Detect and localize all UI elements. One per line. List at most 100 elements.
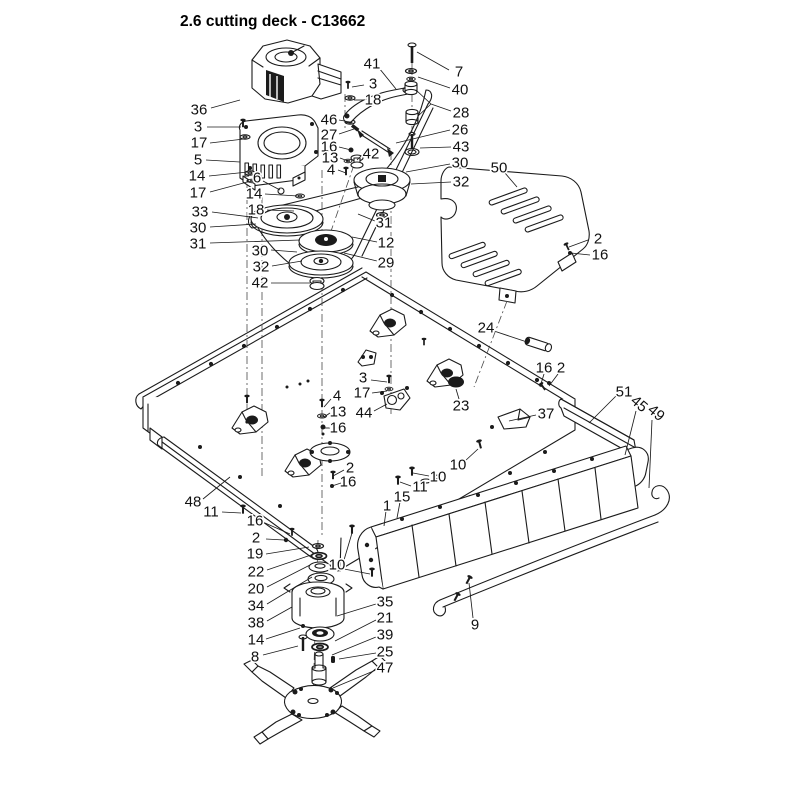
callout-label-2: 2 (557, 360, 565, 377)
callout-4-19: 4 (325, 160, 347, 180)
callout-label-2: 2 (252, 530, 260, 547)
callout-label-18: 18 (248, 202, 265, 219)
callout-16-38: 16 (534, 358, 554, 388)
leader-line (331, 482, 342, 487)
callout-48-58: 48 (183, 476, 231, 512)
callout-label-16: 16 (592, 247, 609, 264)
callout-label-4: 4 (327, 162, 335, 179)
callout-27-16: 27 (319, 125, 355, 145)
motor-mount-drawing (238, 114, 364, 216)
leader-line (334, 619, 377, 642)
callout-36-0: 36 (189, 99, 241, 120)
callout-29-33: 29 (343, 252, 396, 273)
leader-line (371, 390, 388, 394)
callout-31-8: 31 (188, 234, 301, 254)
callout-label-16: 16 (247, 513, 264, 530)
callout-label-16: 16 (340, 474, 357, 491)
callout-10-69: 10 (327, 532, 371, 575)
leader-line (430, 103, 452, 112)
callout-label-13: 13 (322, 150, 339, 167)
leader-line (331, 636, 377, 656)
callout-8-68: 8 (249, 645, 299, 667)
callout-label-31: 31 (190, 236, 207, 253)
callout-32-13: 32 (251, 257, 303, 277)
callout-label-47: 47 (377, 660, 394, 677)
leader-line (265, 538, 285, 541)
callout-43-28: 43 (419, 137, 471, 157)
idler-arm-drawing (343, 42, 420, 157)
callout-label-16: 16 (536, 360, 553, 377)
callout-12-32: 12 (351, 233, 396, 253)
callout-label-36: 36 (191, 102, 208, 119)
callout-label-27: 27 (321, 127, 338, 144)
leader-line (343, 568, 371, 575)
callout-16-52: 16 (331, 472, 358, 492)
leader-line (351, 84, 365, 88)
leader-line (504, 172, 518, 188)
leader-line (266, 606, 293, 622)
callout-3-45: 3 (357, 368, 388, 388)
leader-line (356, 155, 362, 161)
leader-line (270, 249, 298, 253)
callout-23-40: 23 (451, 388, 471, 416)
callout-label-1: 1 (383, 498, 391, 515)
callout-46-15: 46 (319, 110, 351, 130)
leader-line (588, 395, 617, 424)
callout-label-32: 32 (453, 174, 470, 191)
callout-24-37: 24 (476, 318, 528, 343)
leader-line (357, 213, 376, 222)
callout-label-11: 11 (412, 479, 428, 496)
leader-line (202, 476, 231, 500)
callout-label-14: 14 (248, 632, 265, 649)
callout-9-75: 9 (468, 582, 481, 635)
leader-line (339, 157, 349, 162)
callout-2-51: 2 (332, 458, 356, 478)
callout-18-11: 18 (246, 200, 295, 220)
callout-label-10: 10 (450, 457, 467, 474)
callout-16-17: 16 (319, 137, 352, 157)
leader-line (205, 159, 241, 163)
leader-line (464, 448, 479, 462)
callout-38-66: 38 (246, 606, 293, 633)
callout-label-14: 14 (189, 168, 206, 185)
callout-4-48: 4 (323, 386, 343, 408)
callout-label-8: 8 (251, 649, 259, 666)
leader-line (539, 373, 545, 388)
callout-18-22: 18 (354, 90, 383, 110)
callout-11-59: 11 (202, 502, 242, 522)
callout-2-39: 2 (548, 358, 567, 387)
leader-line (266, 564, 311, 588)
leader-line (548, 373, 559, 387)
callout-label-18: 18 (365, 92, 382, 109)
callout-label-40: 40 (452, 82, 469, 99)
leader-line (265, 627, 301, 640)
callout-label-12: 12 (378, 235, 395, 252)
deck-drawing (135, 267, 576, 572)
callout-label-42: 42 (252, 275, 269, 292)
callout-28-26: 28 (415, 89, 471, 123)
leader-line (209, 180, 252, 193)
leader-line (336, 603, 377, 617)
callout-3-21: 3 (351, 74, 379, 94)
callout-13-49: 13 (323, 402, 348, 422)
leader-line (264, 193, 299, 197)
leader-line (338, 128, 355, 135)
callout-label-16: 16 (321, 139, 338, 156)
callout-6-9: 6 (251, 168, 281, 191)
callout-5-3: 5 (192, 150, 241, 170)
leader-line (405, 163, 451, 173)
callout-42-14: 42 (250, 273, 310, 293)
callout-label-30: 30 (252, 243, 269, 260)
callout-32-30: 32 (410, 172, 471, 192)
callout-10-57: 10 (448, 448, 479, 475)
callout-47-74: 47 (332, 658, 395, 689)
callout-label-11: 11 (203, 504, 219, 521)
leader-line (323, 412, 331, 418)
callout-label-26: 26 (452, 122, 469, 139)
callout-2-61: 2 (250, 528, 285, 548)
callout-16-60: 16 (245, 511, 291, 535)
callout-label-31: 31 (376, 215, 393, 232)
callout-label-5: 5 (194, 152, 202, 169)
leader-line (343, 252, 378, 262)
leader-line (410, 181, 452, 185)
